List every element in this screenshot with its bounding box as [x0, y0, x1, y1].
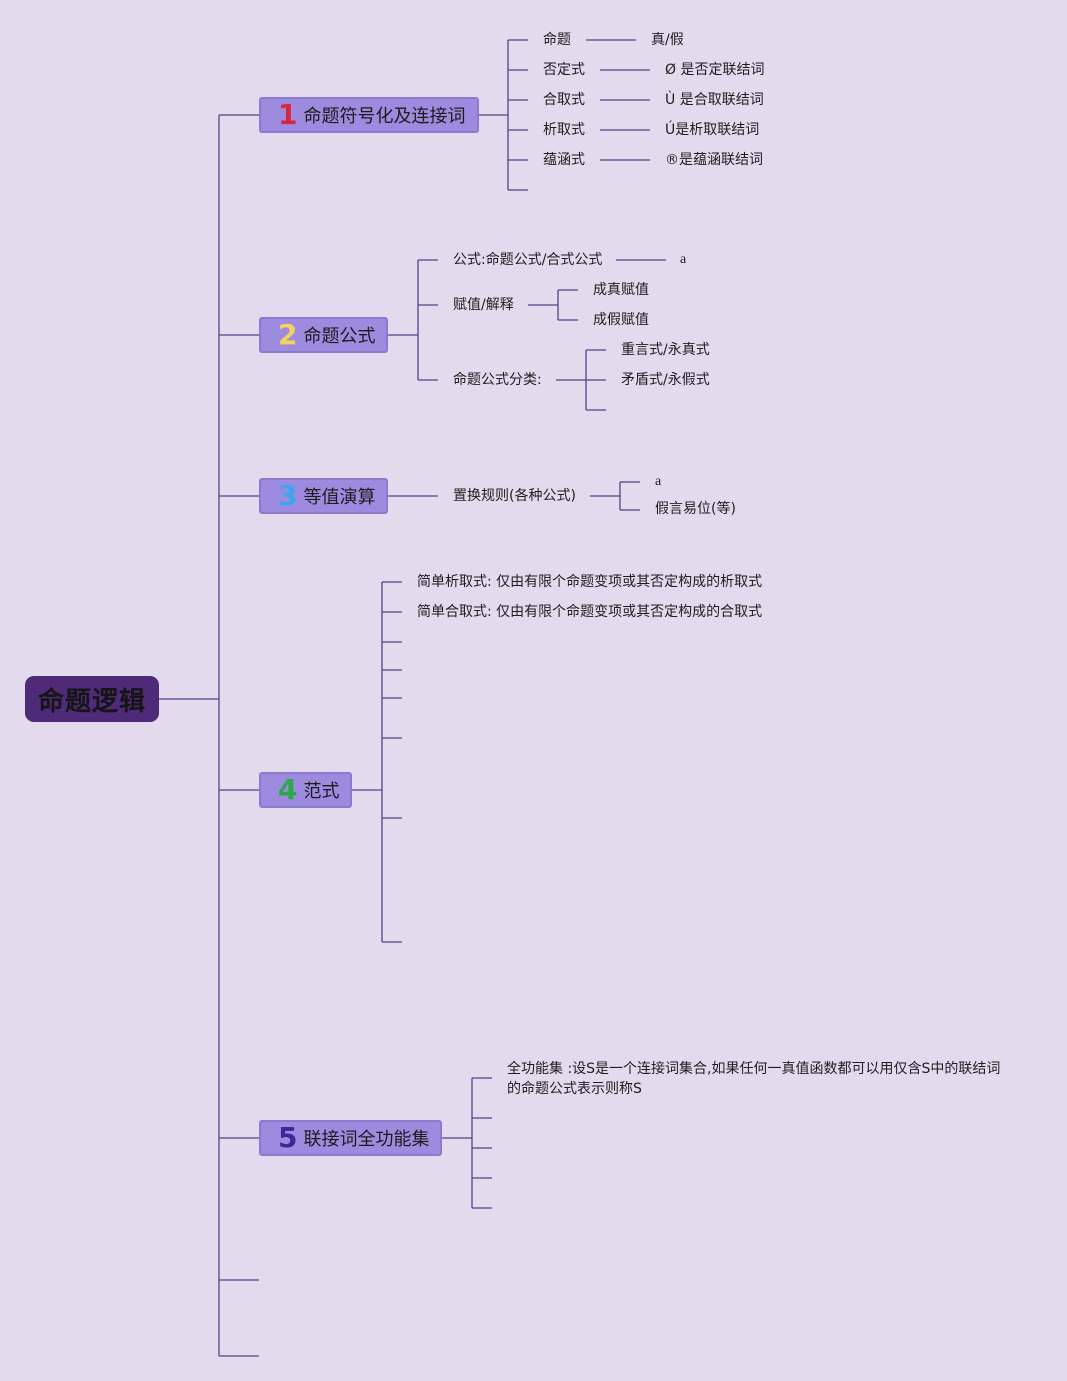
branch-number-5: 5 — [278, 1121, 298, 1154]
branch-number-1: 1 — [278, 98, 298, 131]
branch-node-3[interactable]: 3 等值演算 — [259, 478, 388, 514]
branch-label-2: 命题公式 — [303, 326, 376, 347]
b4-item-2[interactable]: 简单合取式: 仅由有限个命题变项或其否定构成的合取式 — [417, 604, 763, 620]
b2-assign-false[interactable]: 成假赋值 — [593, 312, 649, 328]
b2-assign[interactable]: 赋值/解释 — [453, 297, 514, 313]
b1-detail-3[interactable]: Ù 是合取联结词 — [665, 92, 764, 108]
branch-node-4[interactable]: 4 范式 — [259, 772, 352, 808]
b2-classify[interactable]: 命题公式分类: — [453, 372, 542, 388]
b1-detail-2[interactable]: Ø 是否定联结词 — [665, 62, 765, 78]
b4-item-1[interactable]: 简单析取式: 仅由有限个命题变项或其否定构成的析取式 — [417, 574, 763, 590]
branch-label-5: 联接词全功能集 — [303, 1129, 430, 1150]
b2-classify-tautology[interactable]: 重言式/永真式 — [621, 342, 710, 358]
b2-formula[interactable]: 公式:命题公式/合式公式 — [453, 252, 603, 268]
branch-label-1: 命题符号化及连接词 — [303, 106, 466, 127]
b3-rule-child-2[interactable]: 假言易位(等) — [655, 501, 736, 517]
b1-detail-5[interactable]: ®是蕴涵联结词 — [665, 152, 763, 168]
b2-assign-true[interactable]: 成真赋值 — [593, 282, 649, 298]
branch-node-5[interactable]: 5 联接词全功能集 — [259, 1120, 442, 1156]
b5-item-1[interactable]: 全功能集 :设S是一个连接词集合,如果任何一真值函数都可以用仅含S中的联结词的命… — [507, 1061, 1001, 1097]
b1-item-5[interactable]: 蕴涵式 — [543, 152, 585, 168]
root-node[interactable]: 命题逻辑 — [25, 676, 159, 722]
b1-detail-1[interactable]: 真/假 — [651, 32, 684, 48]
branch-node-1[interactable]: 1 命题符号化及连接词 — [259, 97, 479, 133]
b2-classify-contradiction[interactable]: 矛盾式/永假式 — [621, 372, 710, 388]
b1-item-1[interactable]: 命题 — [543, 32, 571, 48]
branch-node-2[interactable]: 2 命题公式 — [259, 317, 388, 353]
b2-formula-detail[interactable]: a — [680, 252, 687, 267]
branch-number-4: 4 — [278, 773, 298, 806]
b1-item-2[interactable]: 否定式 — [543, 62, 585, 78]
b3-rule[interactable]: 置换规则(各种公式) — [453, 488, 576, 504]
branch-number-2: 2 — [278, 318, 298, 351]
branch-label-3: 等值演算 — [303, 487, 376, 508]
b3-rule-child-1[interactable]: a — [655, 474, 662, 489]
b1-detail-4[interactable]: Ú是析取联结词 — [665, 122, 760, 138]
branch-number-3: 3 — [278, 479, 298, 512]
b1-item-4[interactable]: 析取式 — [543, 122, 585, 138]
b1-item-3[interactable]: 合取式 — [543, 92, 585, 108]
branch-label-4: 范式 — [303, 781, 340, 802]
